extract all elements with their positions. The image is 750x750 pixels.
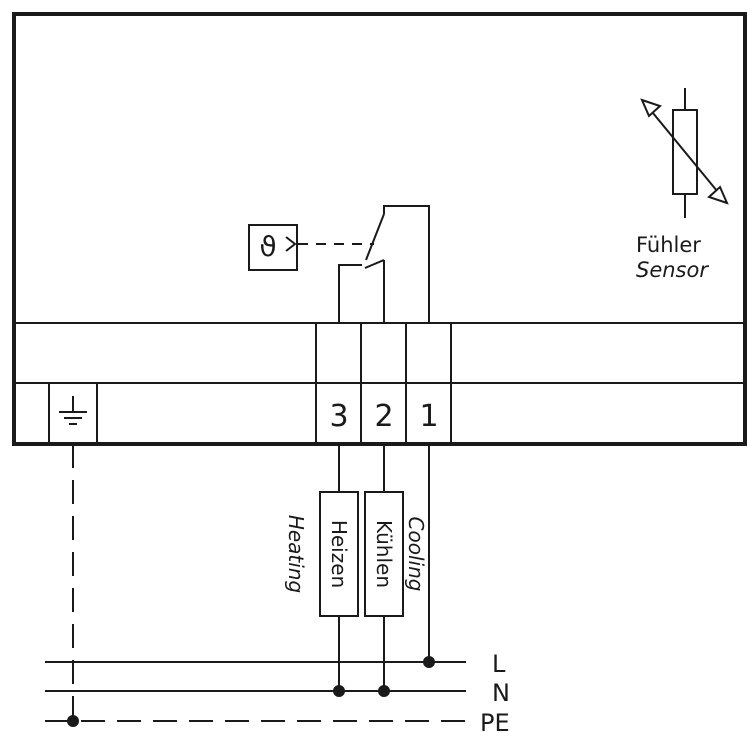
thermostat-controller-icon: ϑ (248, 224, 298, 271)
heating-label-de: Heizen (327, 520, 351, 588)
relay-contact (298, 205, 430, 323)
supply-lines (45, 661, 466, 722)
terminal-2-label: 2 (374, 399, 393, 434)
cooling-load: Kühlen (364, 491, 404, 617)
terminal-1-label: 1 (419, 399, 438, 434)
theta-symbol: ϑ (259, 230, 276, 263)
line-pe-label: PE (480, 709, 510, 737)
sensor-label-de: Fühler (636, 233, 701, 257)
junction-dots (67, 656, 435, 727)
terminal-block (48, 323, 452, 444)
controller-housing (12, 12, 747, 446)
line-l-label: L (492, 650, 506, 678)
terminal-wires (72, 444, 430, 721)
sensor-label-en: Sensor (636, 258, 709, 282)
cooling-label-en: Cooling (404, 517, 428, 592)
sensor-resistor-icon (640, 88, 729, 218)
earth-ground-icon (59, 396, 87, 425)
heating-load: Heizen (319, 491, 359, 617)
cooling-label-de: Kühlen (372, 520, 396, 588)
terminal-3-label: 3 (329, 399, 348, 434)
heating-label-en: Heating (284, 515, 308, 593)
line-n-label: N (492, 679, 510, 707)
